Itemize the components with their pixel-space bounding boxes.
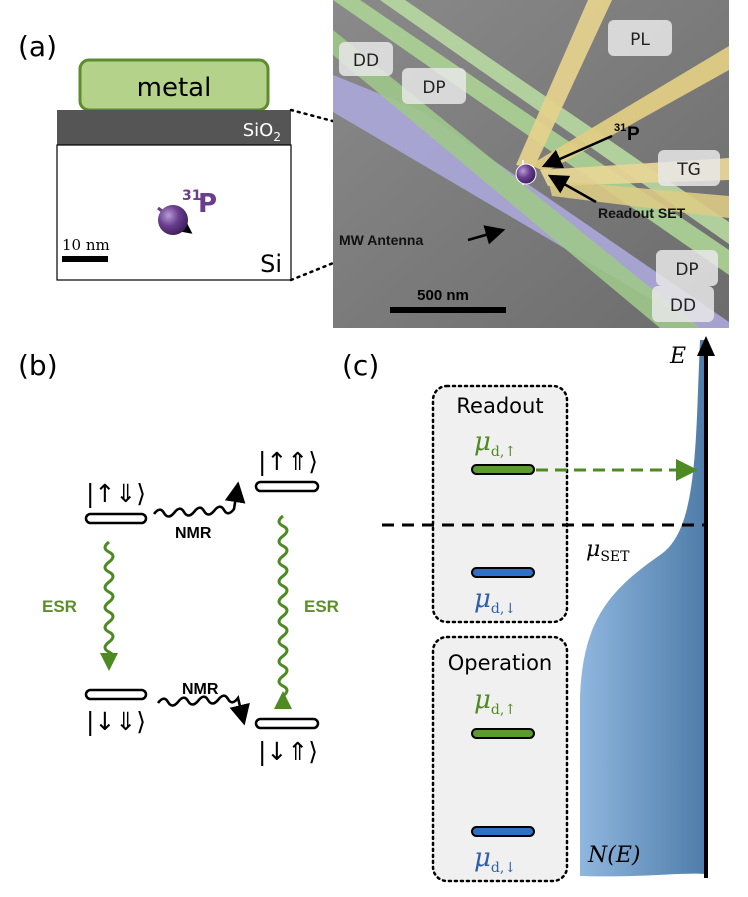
- panel-label-b: (b): [18, 349, 58, 382]
- sem-donor-isotope: 31: [614, 122, 626, 134]
- level-down-up: [254, 717, 320, 730]
- sem-donor-element: P: [627, 124, 640, 145]
- density-of-states: [580, 340, 706, 877]
- dos-label: N(E): [587, 843, 640, 868]
- sem-tag-dd-bottom: DD: [670, 296, 696, 316]
- operation-mu-up-label: μd,↑: [474, 685, 516, 718]
- panel-label-a: (a): [18, 30, 57, 63]
- level-up-up: [254, 480, 320, 493]
- nmr-wiggle-bottom: [156, 694, 250, 726]
- sem-tag-dd-top-box: [339, 42, 393, 76]
- readout-mu-up-label: μd,↑: [474, 427, 516, 460]
- readout-set-label: Readout SET: [598, 205, 686, 221]
- donor-element: P: [198, 189, 217, 219]
- readout-scheme: N(E) E Readout μd,↑ μd,↓ μSET Operation …: [382, 336, 715, 883]
- operation-mu-down-label: μd,↓: [474, 843, 516, 876]
- operation-title: Operation: [448, 651, 553, 675]
- green-gate-lower: [333, 30, 700, 328]
- sem-donor-pointer: [541, 134, 613, 169]
- yellow-gate-pl: [516, 0, 612, 168]
- mw-antenna-label: MW Antenna: [339, 232, 423, 248]
- cross-section-scalebar-label: 10 nm: [62, 236, 110, 254]
- sem-tag-dd-top: DD: [353, 51, 379, 71]
- tunnel-arrowhead: [676, 459, 698, 481]
- sem-phosphorus-donor: [515, 163, 537, 185]
- operation-level-up: [471, 728, 535, 739]
- state-down-down: |↓⇓⟩: [86, 707, 146, 736]
- sem-tag-tg: TG: [676, 160, 701, 180]
- sem-tag-dp-top: DP: [422, 78, 445, 98]
- readout-title: Readout: [456, 394, 543, 418]
- sem-tag-dd-bottom-box: [652, 286, 714, 322]
- nmr-label-top: NMR: [175, 525, 212, 542]
- sem-tag-tg-box: [658, 150, 720, 186]
- sem-image: DD DP PL TG DP DD 31 P Readout SET MW An…: [333, 0, 729, 328]
- metal-label: metal: [137, 73, 212, 103]
- level-down-down: [84, 688, 148, 701]
- set-label: μSET: [586, 537, 630, 565]
- sem-tag-pl: PL: [630, 30, 650, 50]
- sem-tag-dp-bottom: DP: [675, 260, 698, 280]
- energy-axis-arrowhead: [697, 336, 715, 356]
- esr-wiggle-left: [100, 540, 118, 671]
- operation-box: [431, 635, 569, 883]
- yellow-gate-lower-right: [548, 180, 729, 218]
- mw-antenna-pointer: [467, 225, 506, 245]
- nmr-label-bottom: NMR: [182, 681, 219, 698]
- silicon-label: Si: [260, 250, 282, 278]
- oxide-layer: [57, 110, 291, 145]
- nmr-wiggle-top: [152, 481, 246, 518]
- yellow-gate-upper-right: [530, 46, 729, 172]
- sem-tag-pl-box: [608, 20, 672, 56]
- state-up-down: |↑⇓⟩: [86, 479, 146, 508]
- sem-scalebar: [390, 307, 506, 313]
- readout-set-pointer: [547, 174, 597, 204]
- panel-label-c: (c): [342, 349, 379, 382]
- cross-section-scalebar: [62, 256, 108, 262]
- readout-mu-down-label: μd,↓: [474, 584, 516, 617]
- oxide-label: SiO2: [243, 120, 281, 144]
- state-up-up: |↑⇑⟩: [258, 447, 318, 476]
- esr-label-right: ESR: [304, 597, 339, 616]
- phosphorus-donor: [158, 205, 188, 235]
- sem-scalebar-label: 500 nm: [417, 287, 469, 304]
- operation-level-down: [471, 826, 535, 837]
- state-down-up: |↓⇑⟩: [258, 737, 318, 766]
- readout-level-up: [471, 464, 535, 475]
- energy-axis-label: E: [669, 344, 686, 369]
- esr-label-left: ESR: [42, 597, 77, 616]
- readout-box: [431, 384, 569, 624]
- sem-tag-dp-bottom-box: [656, 250, 718, 286]
- device-cross-section: metal SiO2 Si 31 P 10 nm: [56, 58, 292, 281]
- level-up-down: [84, 512, 148, 525]
- donor-isotope: 31: [182, 188, 201, 204]
- readout-level-down: [471, 567, 535, 578]
- sem-tag-dp-top-box: [402, 68, 466, 104]
- esr-wiggle-right: [274, 514, 292, 709]
- energy-level-diagram: |↑⇓⟩ |↑⇑⟩ |↓⇓⟩ |↓⇑⟩ NMR NMR ESR ESR: [42, 447, 339, 766]
